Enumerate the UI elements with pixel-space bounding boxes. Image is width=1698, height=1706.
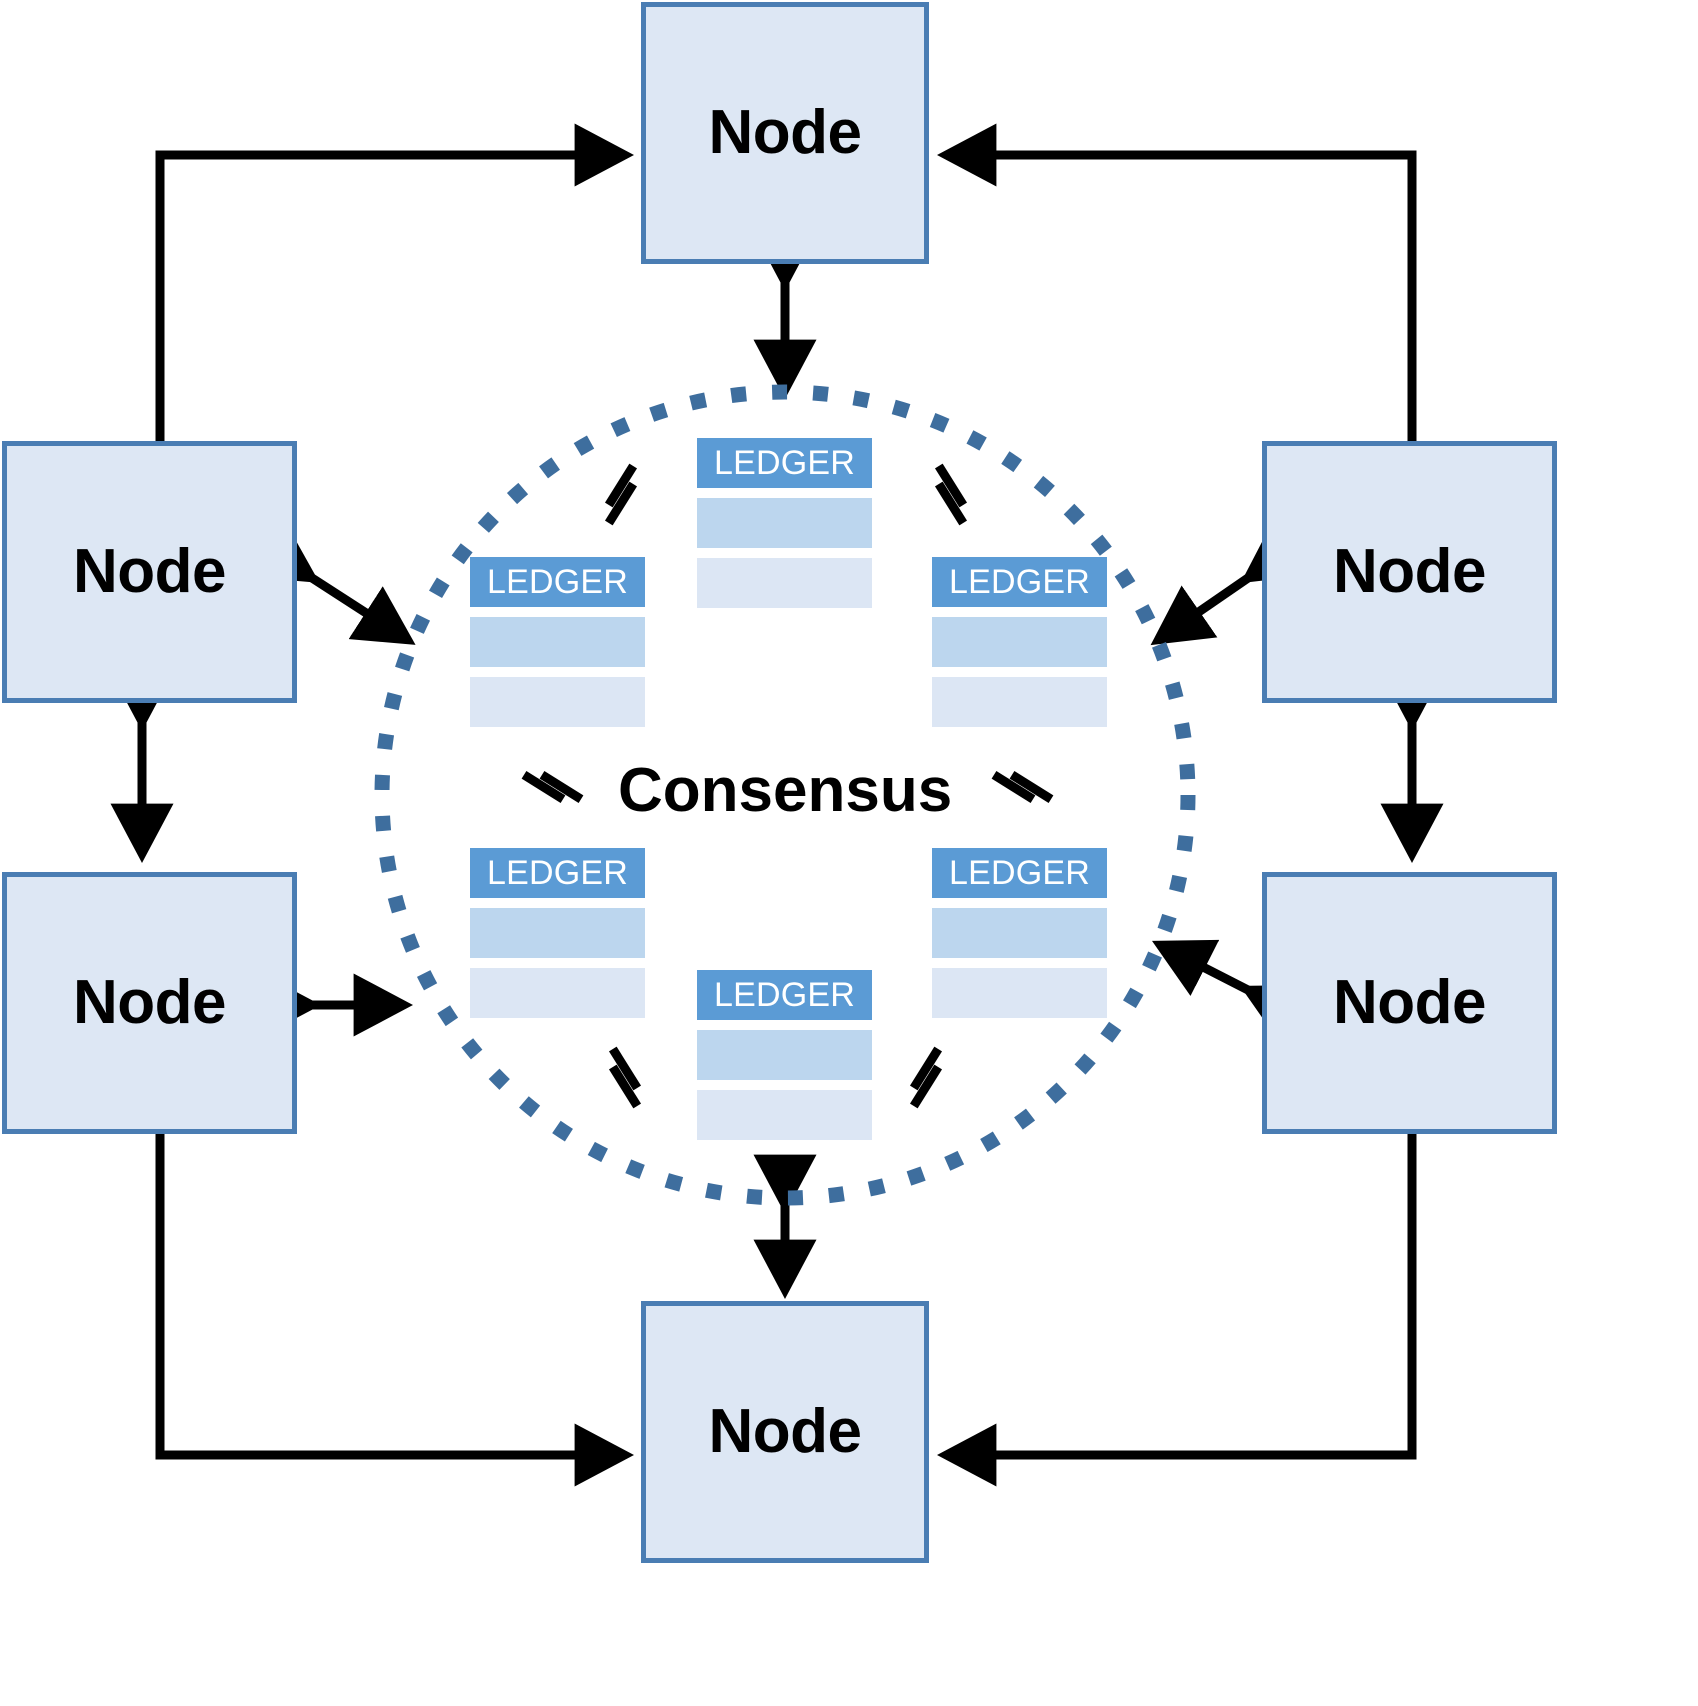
ledger-header: LEDGER <box>932 848 1107 898</box>
node-box-bottom[interactable]: Node <box>641 1301 929 1563</box>
node-label: Node <box>1333 968 1487 1037</box>
ledger-block-row <box>470 617 645 667</box>
equals-icon-top-right <box>928 463 974 526</box>
node-label: Node <box>708 1397 863 1466</box>
equals-icon-mid-right <box>991 764 1054 810</box>
equals-icon-bottom-left <box>602 1046 648 1109</box>
arrow-right-lower-to-circle <box>1151 939 1308 1041</box>
ledger-block-row <box>697 558 872 608</box>
ledger-block-row <box>932 968 1107 1018</box>
equals-icon-top-left <box>598 463 644 526</box>
equals-icon-bottom-right <box>903 1046 949 1109</box>
arrow-right-lower-to-bottom <box>936 1120 1417 1487</box>
ledger-stack-lower-left[interactable]: LEDGER <box>470 848 645 1018</box>
node-box-left-lower[interactable]: Node <box>2 872 297 1134</box>
equals-icon-mid-left <box>521 764 584 810</box>
ledger-block-row <box>470 677 645 727</box>
arrow-left-upper-to-circle <box>252 524 416 645</box>
arrow-left-upper-to-top <box>155 123 635 455</box>
ledger-stack-bottom[interactable]: LEDGER <box>697 970 872 1140</box>
arrow-left-lower-to-bottom <box>155 1120 635 1487</box>
ledger-header: LEDGER <box>470 557 645 607</box>
ledger-block-row <box>470 968 645 1018</box>
ledger-block-row <box>932 908 1107 958</box>
ledger-stack-lower-right[interactable]: LEDGER <box>932 848 1107 1018</box>
ledger-header: LEDGER <box>697 438 872 488</box>
ledger-block-row <box>470 908 645 958</box>
node-label: Node <box>1333 537 1487 606</box>
ledger-header: LEDGER <box>470 848 645 898</box>
node-label: Node <box>73 537 227 606</box>
node-box-right-lower[interactable]: Node <box>1262 872 1557 1134</box>
node-box-top[interactable]: Node <box>641 2 929 264</box>
ledger-stack-upper-right[interactable]: LEDGER <box>932 557 1107 727</box>
ledger-block-row <box>932 617 1107 667</box>
ledger-header: LEDGER <box>932 557 1107 607</box>
ledger-stack-upper-left[interactable]: LEDGER <box>470 557 645 727</box>
node-label: Node <box>73 968 227 1037</box>
ledger-block-row <box>697 498 872 548</box>
node-label: Node <box>708 98 863 167</box>
ledger-block-row <box>697 1030 872 1080</box>
arrow-right-upper-to-top <box>936 123 1417 455</box>
ledger-header: LEDGER <box>697 970 872 1020</box>
node-box-right-upper[interactable]: Node <box>1262 441 1557 703</box>
arrow-right-upper-to-circle <box>1150 523 1308 646</box>
ledger-stack-top[interactable]: LEDGER <box>697 438 872 608</box>
ledger-block-row <box>697 1090 872 1140</box>
consensus-label: Consensus <box>618 756 953 825</box>
ledger-block-row <box>932 677 1107 727</box>
node-box-left-upper[interactable]: Node <box>2 441 297 703</box>
